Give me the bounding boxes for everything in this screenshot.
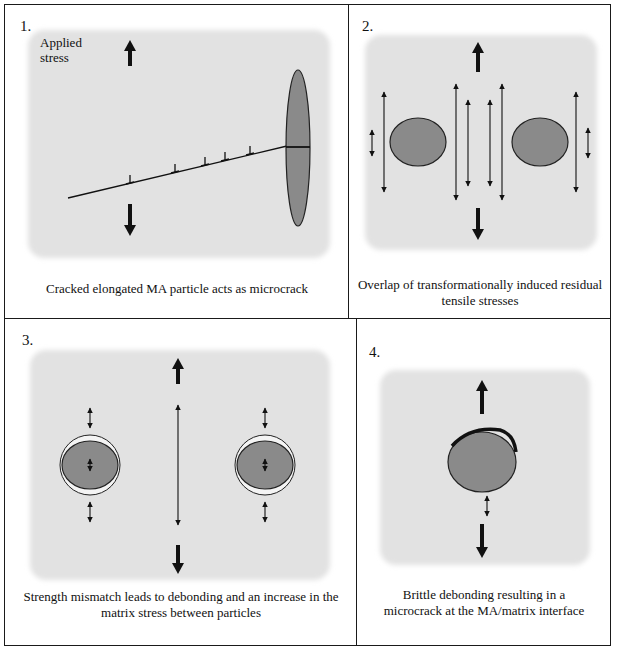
dislocation-symbol bbox=[171, 171, 179, 173]
stress-arrow bbox=[124, 40, 136, 236]
residual-stress-arrow bbox=[372, 84, 588, 200]
matrix-stress-arrow bbox=[264, 502, 265, 522]
residual-stress-arrow bbox=[587, 128, 588, 158]
residual-stress-arrow bbox=[467, 100, 468, 186]
panel-ground bbox=[380, 370, 590, 565]
matrix-stress-arrow bbox=[177, 405, 178, 525]
debonded-particle bbox=[237, 441, 293, 489]
panel-number: 4. bbox=[369, 344, 380, 361]
residual-stress-arrow bbox=[371, 130, 372, 156]
panel-number: 2. bbox=[362, 18, 373, 35]
stress-arrow bbox=[124, 40, 136, 51]
residual-stress-arrow bbox=[383, 92, 384, 192]
matrix-stress-arrow bbox=[486, 496, 487, 516]
matrix-stress-arrow bbox=[264, 408, 265, 428]
stress-arrow bbox=[128, 204, 132, 226]
ma-particle bbox=[286, 70, 310, 226]
stress-arrow bbox=[472, 42, 484, 240]
residual-stress-arrow bbox=[455, 84, 456, 200]
stress-arrow bbox=[480, 524, 484, 548]
dislocation-symbol bbox=[246, 153, 254, 155]
panel-number: 1. bbox=[20, 18, 31, 35]
debonded-particle bbox=[448, 429, 516, 492]
stress-arrow bbox=[124, 225, 136, 236]
dislocation-symbol bbox=[221, 159, 229, 161]
stress-arrow bbox=[476, 547, 488, 558]
dislocation-symbol bbox=[129, 175, 130, 183]
figure-panel: 4. Brittle debonding resulting in a micro… bbox=[356, 318, 611, 646]
dislocation-symbol bbox=[224, 152, 225, 160]
stress-arrow bbox=[172, 358, 184, 574]
dislocation-symbol bbox=[204, 157, 205, 165]
stress-label: Applied stress bbox=[40, 36, 114, 66]
residual-stress-arrow bbox=[489, 100, 490, 186]
dislocation-symbol bbox=[126, 146, 254, 184]
ma-particle bbox=[512, 118, 568, 166]
panel-caption: Cracked elongated MA particle acts as mi… bbox=[11, 281, 343, 297]
stress-arrow bbox=[128, 50, 132, 66]
stress-arrow bbox=[476, 52, 480, 72]
ma-particle bbox=[390, 118, 446, 166]
debonded-particle bbox=[62, 441, 118, 489]
dislocation-symbol bbox=[249, 146, 250, 154]
ma-particle bbox=[390, 118, 568, 166]
matrix-stress-arrow bbox=[89, 459, 90, 471]
ma-particle bbox=[286, 70, 310, 226]
debonded-particle bbox=[452, 429, 516, 452]
dislocation-symbol bbox=[174, 164, 175, 172]
matrix-stress-arrow bbox=[89, 502, 90, 522]
residual-stress-arrow bbox=[575, 92, 576, 192]
stress-arrow bbox=[176, 545, 180, 564]
stress-arrow bbox=[476, 208, 480, 230]
matrix-stress-arrow bbox=[486, 496, 487, 516]
matrix-stress-arrow bbox=[89, 408, 90, 428]
panel-caption: Brittle debonding resulting in a microcr… bbox=[381, 587, 587, 620]
panel-number: 3. bbox=[22, 332, 33, 349]
slip-line bbox=[68, 146, 287, 198]
matrix-stress-arrow bbox=[264, 459, 265, 471]
stress-arrow bbox=[480, 390, 484, 414]
stress-arrow bbox=[172, 563, 184, 574]
stress-arrow bbox=[172, 358, 184, 369]
dislocation-symbol bbox=[201, 164, 209, 166]
stress-arrow bbox=[472, 42, 484, 53]
ma-particle bbox=[286, 146, 310, 148]
dislocation-symbol bbox=[126, 182, 134, 184]
stress-arrow bbox=[176, 368, 180, 384]
figure-panel: 3. Strength mismatch leads to debonding a… bbox=[4, 318, 357, 646]
debonded-particle bbox=[235, 435, 295, 495]
panel-ground bbox=[30, 350, 330, 580]
panel-caption: Overlap of transformationally induced re… bbox=[357, 277, 603, 310]
figure-panel: 2. Overlap of transformationally induced … bbox=[348, 4, 611, 319]
matrix-stress-arrow bbox=[90, 405, 265, 525]
slip-line bbox=[68, 146, 287, 198]
panel-ground bbox=[365, 35, 597, 250]
panel-caption: Strength mismatch leads to debonding and… bbox=[17, 589, 345, 622]
panel-ground bbox=[28, 30, 330, 258]
debonded-particle bbox=[60, 435, 120, 495]
stress-arrow bbox=[472, 229, 484, 240]
stress-arrow bbox=[476, 380, 488, 391]
residual-stress-arrow bbox=[501, 84, 502, 200]
